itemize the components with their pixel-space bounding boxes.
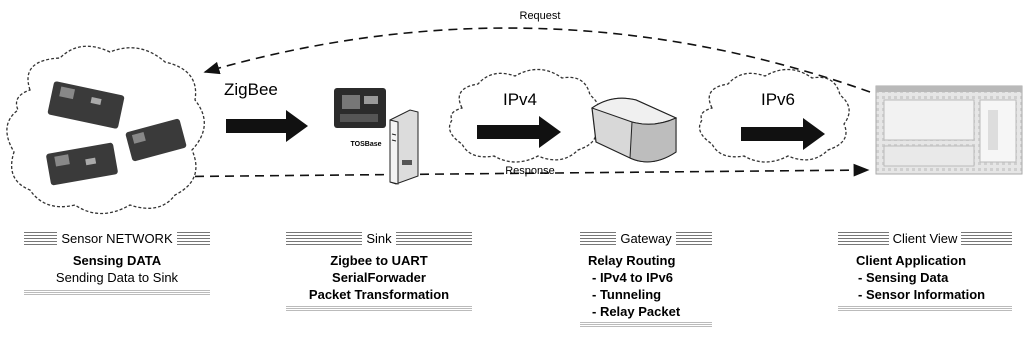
- response-arrow: [134, 163, 870, 178]
- sensor-board-icon: [125, 118, 187, 162]
- request-arrow: [203, 27, 871, 93]
- sink-line-3: Packet Transformation: [308, 287, 450, 302]
- sensor-network-cloud: [6, 45, 205, 215]
- gateway-line-4: - Relay Packet: [592, 304, 681, 319]
- tosbase-label: TOSBase: [350, 141, 382, 148]
- ipv6-cloud: [698, 68, 850, 163]
- ipv4-link-arrow: [477, 116, 561, 148]
- sink-header: Sink: [286, 231, 472, 246]
- response-label: Response: [505, 165, 555, 177]
- zigbee-label: ZigBee: [224, 80, 278, 99]
- client-line-3: - Sensor Information: [858, 287, 986, 302]
- ipv4-label: IPv4: [502, 90, 538, 109]
- sink-line-1: Zigbee to UART: [330, 253, 428, 268]
- client-line-1: Client Application: [856, 253, 967, 268]
- sensor-board-icon: [47, 81, 125, 129]
- sensor-network-title: Sensor NETWORK: [57, 231, 177, 246]
- gateway-description: Relay Routing - IPv4 to IPv6 - Tunneling…: [580, 252, 720, 320]
- gateway-header: Gateway: [580, 231, 712, 246]
- sink-hardware-icon: [334, 88, 386, 128]
- gateway-title: Gateway: [616, 231, 676, 246]
- sensor-board-icon: [46, 142, 118, 186]
- client-view-title: Client View: [888, 231, 962, 246]
- ipv6-link-arrow: [741, 118, 825, 150]
- gateway-line-3: - Tunneling: [592, 287, 662, 302]
- sensor-underline: [24, 290, 210, 296]
- gateway-underline: [580, 322, 712, 328]
- zigbee-link-arrow: [226, 110, 308, 142]
- sink-underline: [286, 306, 472, 312]
- sensor-network-description: Sensing DATA Sending Data to Sink: [24, 252, 210, 286]
- ipv6-label: IPv6: [760, 90, 796, 109]
- sink-line-2: SerialForwader: [332, 270, 426, 285]
- client-view-description: Client Application - Sensing Data - Sens…: [846, 252, 1022, 303]
- sink-description: Zigbee to UART SerialForwader Packet Tra…: [276, 252, 482, 303]
- client-app-screen-icon: [875, 85, 1023, 175]
- gateway-line-1: Relay Routing: [588, 253, 676, 268]
- gateway-line-2: - IPv4 to IPv6: [592, 270, 673, 285]
- client-view-underline: [838, 306, 1012, 312]
- sensor-line-1: Sensing DATA: [72, 253, 162, 268]
- client-view-header: Client View: [838, 231, 1012, 246]
- ipv4-cloud: [448, 68, 600, 163]
- server-icon: [389, 109, 419, 185]
- client-line-2: - Sensing Data: [858, 270, 949, 285]
- sensor-line-2: Sending Data to Sink: [55, 270, 179, 285]
- sink-title: Sink: [362, 231, 396, 246]
- gateway-router-icon: [590, 97, 678, 163]
- request-label: Request: [519, 10, 561, 22]
- sensor-network-header: Sensor NETWORK: [24, 231, 210, 246]
